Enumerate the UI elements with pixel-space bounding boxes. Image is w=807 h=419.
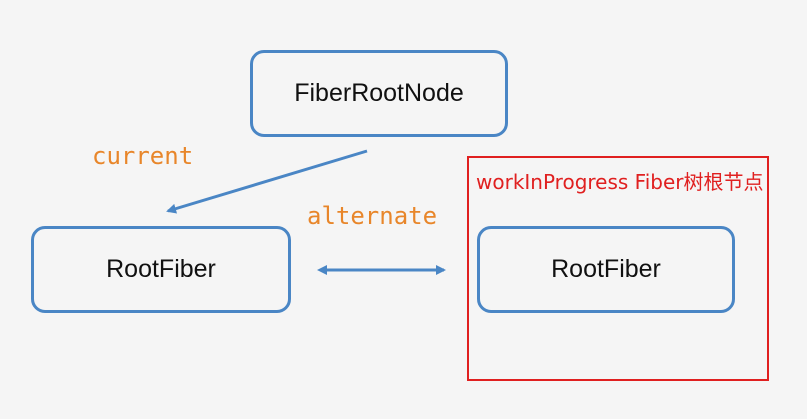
alternate-edge-label: alternate <box>307 202 438 230</box>
current-edge-label: current <box>92 142 194 170</box>
wip-annotation: workInProgress Fiber树根节点 <box>476 170 764 194</box>
current-root-fiber-label: RootFiber <box>106 255 216 283</box>
wip-highlight-box <box>467 156 769 381</box>
fiber-root-node-label: FiberRootNode <box>294 79 464 107</box>
fiber-root-node: FiberRootNode <box>250 50 508 137</box>
current-arrow <box>166 149 368 214</box>
current-root-fiber-node: RootFiber <box>31 226 291 313</box>
wip-root-fiber-label: RootFiber <box>551 255 661 283</box>
wip-root-fiber-node: RootFiber <box>477 226 735 313</box>
